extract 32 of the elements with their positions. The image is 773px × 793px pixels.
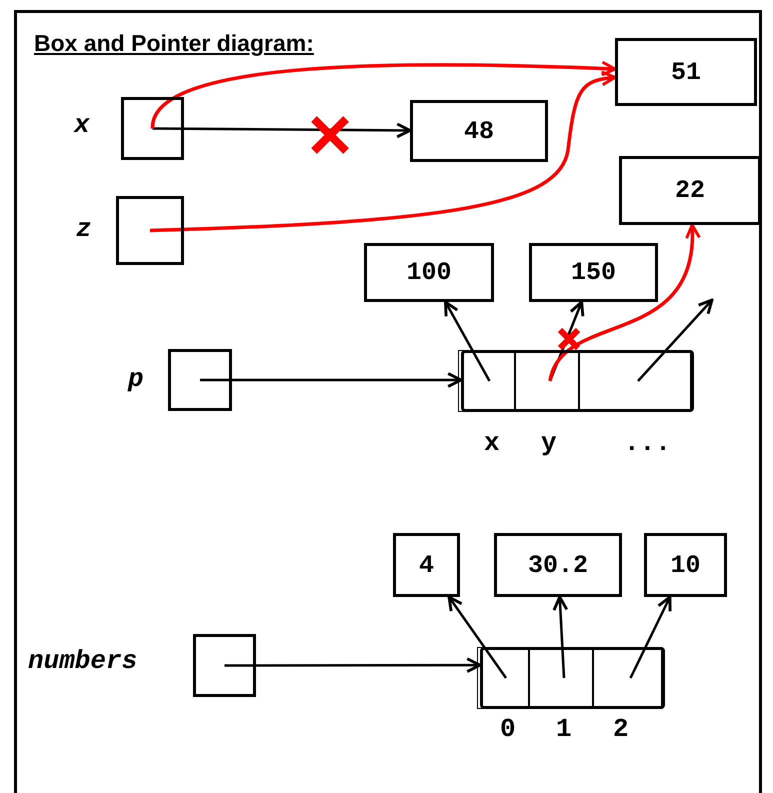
value-box: 100 xyxy=(364,243,494,302)
variable-box xyxy=(116,196,184,265)
variable-name: z xyxy=(76,216,92,242)
array-cell xyxy=(458,350,515,412)
arrow xyxy=(152,122,412,138)
variable-name: numbers xyxy=(28,648,138,674)
index-label: x xyxy=(484,430,500,456)
index-label: y xyxy=(541,430,557,456)
array-box xyxy=(480,647,665,709)
index-label: 1 xyxy=(556,716,572,742)
variable-box xyxy=(168,349,232,411)
array-cell xyxy=(477,647,529,709)
array-cell xyxy=(593,647,662,709)
array-cell xyxy=(529,647,593,709)
variable-box xyxy=(193,634,256,697)
value-box: 22 xyxy=(619,156,761,225)
value-box: 48 xyxy=(410,100,548,162)
value-box: 10 xyxy=(644,533,727,597)
index-label: 0 xyxy=(500,716,516,742)
value-box: 51 xyxy=(615,38,757,106)
array-box xyxy=(461,350,694,412)
array-cell xyxy=(579,350,691,412)
value-box: 30.2 xyxy=(494,533,622,597)
variable-box xyxy=(121,97,184,160)
index-label: ... xyxy=(624,430,671,456)
variable-name: x xyxy=(74,112,90,138)
diagram-title: Box and Pointer diagram: xyxy=(34,30,314,57)
value-box: 150 xyxy=(529,243,658,302)
array-cell xyxy=(515,350,579,412)
index-label: 2 xyxy=(613,716,629,742)
value-box: 4 xyxy=(393,533,460,597)
variable-name: p xyxy=(128,366,144,392)
